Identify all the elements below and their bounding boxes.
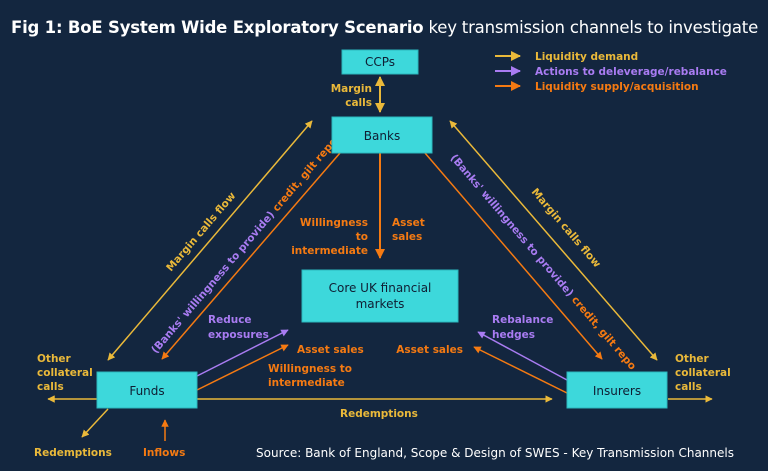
label-rebalance-hedges-1: Rebalance [492, 314, 553, 326]
figure-title: Fig 1: BoE System Wide Exploratory Scena… [11, 18, 758, 37]
label-asset-sales-funds: Asset sales [297, 344, 364, 356]
figure-title-rest: key transmission channels to investigate [423, 18, 759, 37]
label-other-collateral-right-1: Other [675, 353, 710, 365]
label-redemptions-mid: Redemptions [340, 408, 418, 420]
label-reduce-exposures-1: Reduce [208, 314, 252, 326]
label-other-collateral-left-3: calls [37, 381, 64, 393]
node-ccps-label: CCPs [365, 55, 395, 69]
label-asset-sales-banks-2: sales [392, 231, 422, 243]
label-inflows: Inflows [143, 447, 185, 459]
node-core-label-2: markets [356, 297, 405, 311]
node-insurers-label: Insurers [593, 384, 641, 398]
label-margin-calls-2: calls [345, 97, 372, 109]
label-redemptions-funds: Redemptions [34, 447, 112, 459]
arrow-funds-core-reduce [196, 329, 289, 377]
arrow-insurers-core-asset-sales [473, 346, 568, 394]
label-banks-willingness-right-orange: credit, gilt repo [567, 291, 639, 372]
node-banks: Banks [331, 116, 433, 154]
arrow-funds-redemptions [81, 408, 109, 438]
label-other-collateral-right-3: calls [675, 381, 702, 393]
label-willingness-3: intermediate [291, 245, 368, 257]
label-willingness-funds-2: intermediate [268, 377, 345, 389]
arrow-banks-funds-credit [161, 152, 341, 360]
label-other-collateral-left-1: Other [37, 353, 72, 365]
node-funds-label: Funds [129, 384, 164, 398]
arrow-funds-core-asset-sales [196, 344, 289, 391]
label-rebalance-hedges-2: hedges [492, 329, 535, 341]
node-insurers: Insurers [566, 371, 668, 409]
label-margin-calls-1: Margin [331, 83, 372, 95]
arrow-margin-calls-flow-left [107, 120, 313, 361]
node-core-label-1: Core UK financial [329, 281, 432, 295]
node-core-markets: Core UK financial markets [301, 269, 459, 323]
label-willingness-funds-1: Willingness to [268, 363, 352, 375]
node-ccps: CCPs [341, 49, 419, 75]
arrow-margin-calls-flow-right [449, 120, 658, 361]
node-funds: Funds [96, 371, 198, 409]
legend-label-deleverage: Actions to deleverage/rebalance [535, 66, 727, 78]
label-banks-willingness-right: (Banks' willingness to provide) credit, … [448, 152, 639, 372]
arrow-insurers-core-rebalance [477, 331, 568, 381]
label-asset-sales-banks-1: Asset [392, 217, 425, 229]
label-asset-sales-insurers: Asset sales [396, 344, 463, 356]
label-willingness-2: to [356, 231, 368, 243]
label-willingness-1: Willingness [300, 217, 368, 229]
label-banks-willingness-left-orange: credit, gilt repo [268, 136, 340, 217]
legend: Liquidity demand Actions to deleverage/r… [495, 51, 727, 93]
label-other-collateral-left-2: collateral [37, 367, 93, 379]
label-reduce-exposures-2: exposures [208, 329, 269, 341]
legend-label-liquidity-demand: Liquidity demand [535, 51, 638, 63]
label-other-collateral-right-2: collateral [675, 367, 731, 379]
arrow-banks-insurers-credit [424, 152, 603, 360]
node-banks-label: Banks [364, 129, 400, 143]
figure-title-bold: Fig 1: BoE System Wide Exploratory Scena… [11, 18, 424, 37]
legend-label-liquidity-supply: Liquidity supply/acquisition [535, 81, 699, 93]
source-note: Source: Bank of England, Scope & Design … [256, 446, 734, 460]
